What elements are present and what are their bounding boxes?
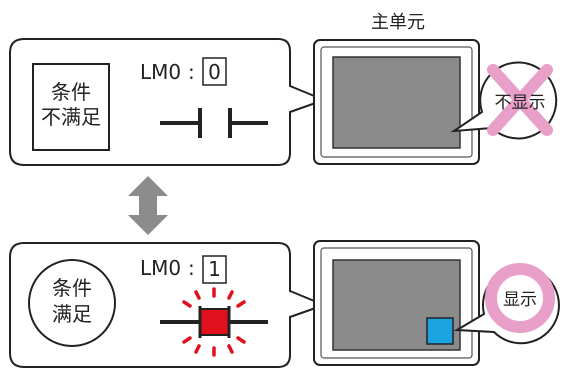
monitor-bottom [313,240,480,366]
result-text-bottom: 显示 [503,290,537,310]
main-unit-title: 主单元 [371,12,425,33]
register-value-box-top [202,57,227,86]
condition-text-top-line2: 不满足 [41,105,101,129]
ring-mark-icon [485,263,555,333]
register-name-bottom: LM0 [140,256,181,280]
register-value-bottom: 1 [208,257,221,281]
register-value-top: 0 [208,60,221,84]
bidirectional-arrow-icon [128,176,168,235]
register-colon-bottom: : [188,256,195,280]
register-colon-top: : [188,60,195,84]
active-contact-symbol [160,306,268,338]
screen-top [332,56,461,149]
register-value-box-bottom [202,255,227,284]
cross-mark-icon [487,64,553,136]
condition-box-unsatisfied [32,63,110,151]
result-text-top: 不显示 [495,93,546,113]
condition-text-top-line1: 条件 [51,80,91,104]
condition-circle-satisfied [28,259,116,347]
condition-text-bottom-line1: 条件 [52,276,92,300]
active-highlight-rays [182,287,246,357]
open-contact-symbol [160,108,268,138]
condition-text-bottom-line2: 满足 [52,302,92,326]
register-name-top: LM0 [140,60,181,84]
monitor-top [313,39,480,165]
displayed-part-blue [426,317,454,345]
